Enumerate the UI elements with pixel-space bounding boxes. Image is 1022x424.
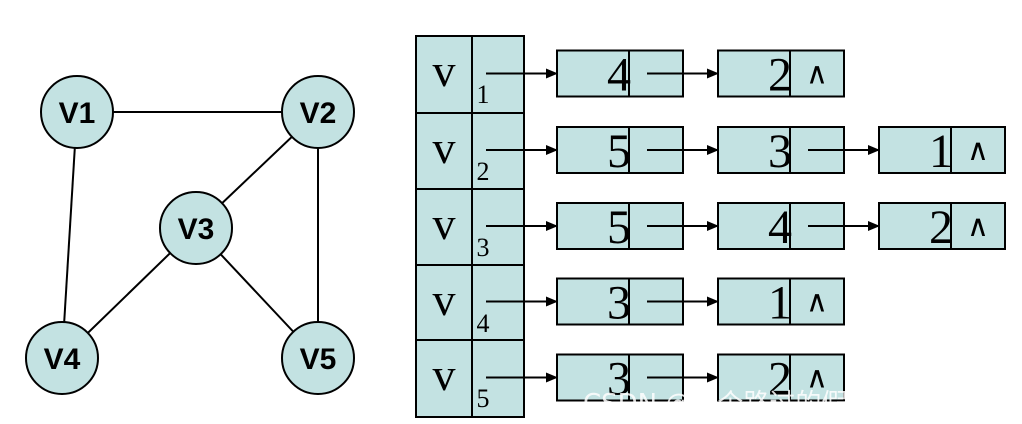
graph-edge-V1-V4 — [61, 111, 78, 359]
watermark-text: CSDN @一个路过的假面骑士cdz — [583, 389, 970, 419]
head-vertex-subscript: 5 — [477, 384, 490, 413]
list-node-value: 4 — [607, 49, 631, 102]
list-node-v3-1: 5 — [556, 201, 684, 254]
head-vertex-subscript: 4 — [477, 309, 490, 338]
list-node-link-cell — [789, 277, 845, 326]
list-node-value: 4 — [768, 201, 792, 254]
head-vertex-letter: v — [433, 45, 456, 96]
list-node-link-cell — [950, 202, 1006, 250]
list-node-v4-1: 3 — [556, 277, 684, 330]
graph-node-v3: V3 — [159, 191, 233, 265]
list-node-v2-3: 1∧ — [878, 125, 1006, 178]
list-arrows — [486, 68, 880, 383]
list-node-value: 2 — [768, 353, 792, 406]
graph-node-v2: V2 — [281, 75, 355, 149]
head-vertex-cell — [415, 264, 473, 341]
graph-node-label: V4 — [44, 343, 81, 376]
head-vertex-letter: v — [433, 274, 456, 325]
null-pointer-symbol: ∧ — [967, 134, 989, 167]
list-node-v3-2: 4 — [717, 201, 845, 254]
list-node-value: 3 — [607, 353, 631, 406]
list-node-data-cell — [556, 277, 630, 326]
list-node-data-cell — [878, 202, 952, 250]
list-node-value: 1 — [929, 125, 953, 178]
graph-node-circle — [159, 191, 233, 265]
graph-node-label: V1 — [59, 97, 96, 130]
graph-node-circle — [40, 75, 114, 149]
graph-node-label: V3 — [178, 213, 215, 246]
list-node-v1-1: 4 — [556, 49, 684, 102]
head-vertex-cell — [415, 188, 473, 266]
graph-node-label: V5 — [300, 343, 337, 376]
graph-node-v1: V1 — [40, 75, 114, 149]
list-node-v2-2: 3 — [717, 125, 845, 178]
head-vertex-letter: v — [433, 198, 456, 249]
list-node-link-cell — [950, 126, 1006, 174]
list-node-data-cell — [717, 202, 791, 250]
list-node-link-cell — [789, 49, 845, 98]
list-node-v4-2: 1∧ — [717, 277, 845, 330]
list-node-data-cell — [717, 277, 791, 326]
head-vertex-subscript: 2 — [477, 157, 490, 186]
list-node-value: 2 — [768, 49, 792, 102]
graph-node-circle — [281, 75, 355, 149]
list-node-data-cell — [556, 202, 630, 250]
graph-node-v4: V4 — [25, 321, 99, 395]
list-node-value: 2 — [929, 201, 953, 254]
list-node-data-cell — [556, 126, 630, 174]
list-node-v1-2: 2∧ — [717, 49, 845, 102]
list-node-data-cell — [717, 49, 791, 98]
list-node-v5-2: 2∧ — [717, 353, 845, 406]
list-node-data-cell — [717, 126, 791, 174]
null-pointer-symbol: ∧ — [806, 58, 828, 91]
list-node-v2-1: 5 — [556, 125, 684, 178]
head-vertex-letter: v — [433, 349, 456, 400]
list-node-value: 5 — [607, 201, 631, 254]
head-vertex-subscript: 1 — [477, 80, 490, 109]
list-node-value: 5 — [607, 125, 631, 178]
head-vertex-subscript: 3 — [477, 233, 490, 262]
list-node-value: 3 — [607, 277, 631, 330]
null-pointer-symbol: ∧ — [806, 286, 828, 319]
graph-node-circle — [25, 321, 99, 395]
graph-node-v5: V5 — [281, 321, 355, 395]
null-pointer-symbol: ∧ — [806, 362, 828, 395]
head-vertex-letter: v — [433, 122, 456, 173]
list-node-v3-3: 2∧ — [878, 201, 1006, 254]
list-node-value: 1 — [768, 277, 792, 330]
list-node-data-cell — [717, 353, 791, 402]
null-pointer-symbol: ∧ — [967, 210, 989, 243]
list-node-value: 3 — [768, 125, 792, 178]
watermark: CSDN @一个路过的假面骑士cdz — [583, 389, 970, 419]
list-node-link-cell — [789, 353, 845, 402]
graph-node-circle — [281, 321, 355, 395]
graph-node-label: V2 — [300, 97, 337, 130]
